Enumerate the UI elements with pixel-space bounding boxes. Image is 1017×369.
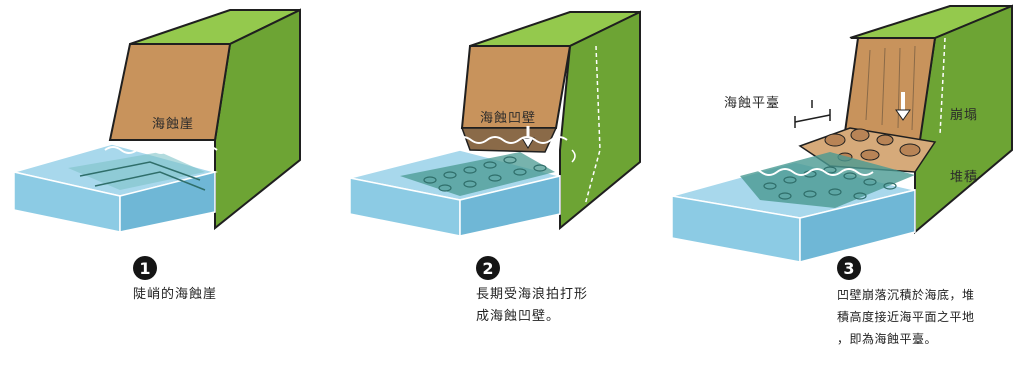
label-sea-cliff: 海蝕崖: [152, 117, 195, 132]
panel-3-arrow-head: [895, 109, 911, 121]
panel-3-boulders: [824, 128, 921, 162]
panel-2-notch: [460, 127, 558, 153]
panel-3-streaks: [865, 45, 916, 131]
panel-2-water-side: [459, 175, 561, 237]
panel-1-ledge: [68, 152, 205, 190]
label-wave-cut-platform: 海蝕平臺: [724, 96, 781, 111]
panel-1-ledge-lines: [79, 161, 201, 181]
panel-2-hook: [571, 149, 576, 163]
label-collapse: 崩塌: [950, 108, 979, 123]
panel-1-wave-line: [104, 146, 218, 154]
step-1-badge: 1: [133, 256, 157, 280]
panel-2-pebbles: [423, 156, 547, 192]
panel-3-dashed-outline-2: [939, 37, 946, 136]
panel-3-cliff-face: [843, 37, 937, 142]
label-notch: 海蝕凹壁: [478, 107, 539, 126]
label-deposit: 堆積: [950, 170, 979, 185]
step-3-badge: 3: [837, 256, 861, 280]
step-1-caption: 陡峭的海蝕崖: [133, 287, 218, 302]
panel-3-platform-bracket: [794, 100, 831, 128]
panel-1-ledge-lines-2: [94, 171, 206, 191]
step-3-caption: 凹壁崩落沉積於海底，堆 積高度接近海平面之平地 ，即為海蝕平臺。: [837, 288, 975, 346]
panel-2-wave-line: [454, 136, 568, 144]
panel-1-illustration: [13, 8, 301, 233]
step-2-caption: 長期受海浪拍打形 成海蝕凹壁。: [476, 287, 589, 324]
panel-2-debris: [400, 152, 555, 196]
step-2-badge: 2: [476, 256, 500, 280]
panel-3-dashed-outline: [829, 37, 851, 131]
panel-2-illustration: [349, 10, 641, 237]
panel-3-wave-line: [744, 168, 874, 176]
panel-3-water-side: [799, 189, 916, 263]
panel-1-water-side: [119, 171, 216, 233]
panel-3-deposit: [740, 152, 915, 208]
panel-3-illustration: [671, 4, 1013, 263]
panel-2-dashed-outline: [584, 45, 601, 206]
panel-2-cliff-side: [559, 10, 641, 231]
panel-1-cliff-face: [108, 43, 232, 141]
